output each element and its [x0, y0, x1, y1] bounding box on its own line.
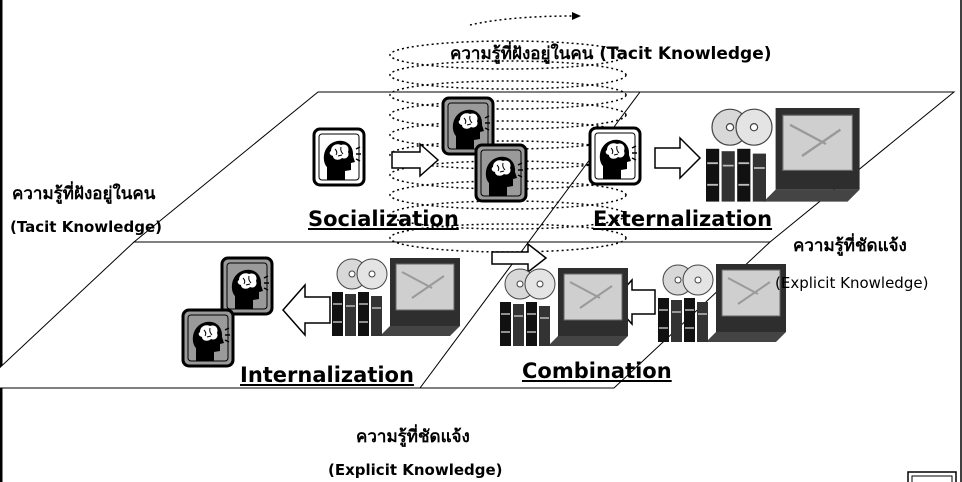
books-cds-laptop-icon: [499, 267, 629, 347]
bottom-label-thai: ความรู้ที่ชัดแจ้ง: [356, 427, 470, 447]
top-label: ความรู้ที่ฝังอยู่ในคน (Tacit Knowledge): [450, 44, 772, 64]
head-brain-icon: [588, 126, 642, 186]
head-brain-icon: [181, 308, 235, 368]
right-label-thai: ความรู้ที่ชัดแจ้ง: [793, 236, 907, 256]
mode-externalization: Externalization: [593, 207, 773, 231]
left-label-thai: ความรู้ที่ฝังอยู่ในคน: [12, 184, 156, 204]
books-cds-laptop-icon: [331, 257, 461, 337]
books-cds-laptop-icon: [657, 263, 787, 343]
bottom-label-en: (Explicit Knowledge): [328, 461, 503, 479]
mode-combination: Combination: [522, 359, 672, 383]
head-brain-icon: [312, 127, 366, 187]
left-label-en: (Tacit Knowledge): [10, 218, 162, 236]
head-brain-icon: [474, 143, 528, 203]
right-label-en: (Explicit Knowledge): [775, 274, 929, 292]
mode-internalization: Internalization: [240, 363, 414, 387]
mode-socialization: Socialization: [308, 207, 459, 231]
books-cds-laptop-icon: [704, 106, 861, 203]
head-brain-icon: [220, 256, 274, 316]
